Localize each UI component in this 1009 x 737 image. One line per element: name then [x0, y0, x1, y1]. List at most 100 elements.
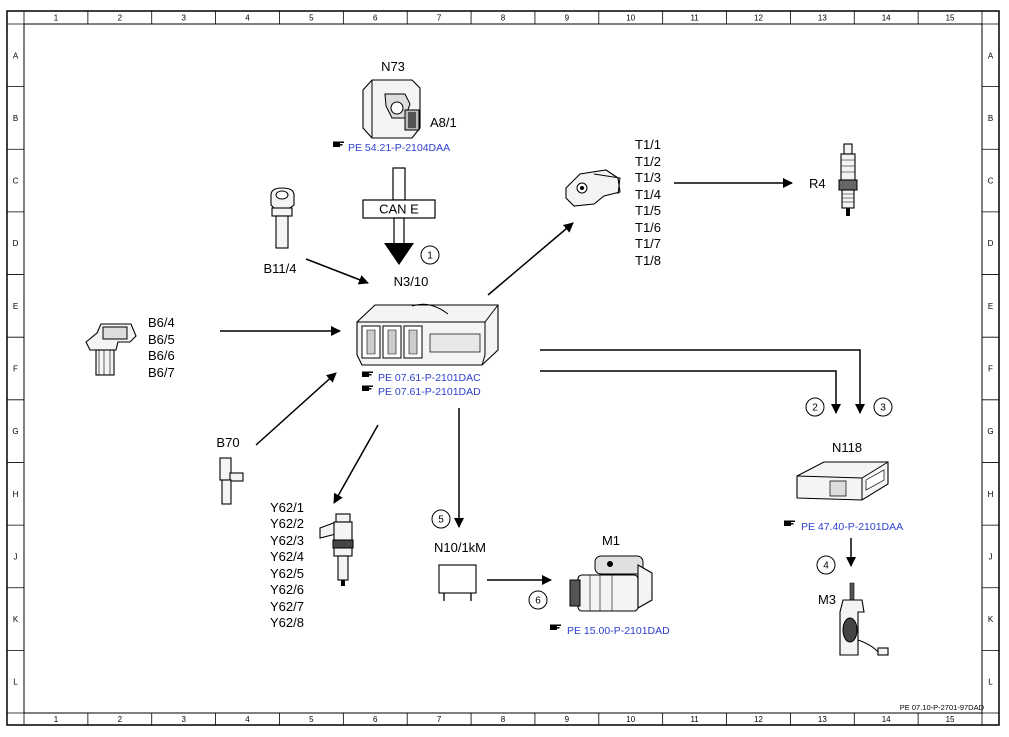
grid-row-label: H	[13, 490, 19, 499]
y62-3-label: Y62/3	[270, 533, 304, 548]
grid-row-label: C	[13, 177, 19, 186]
arrow-n310-to-n118-b	[540, 349, 865, 414]
b6-7-label: B6/7	[148, 365, 175, 380]
pointing-hand-icon	[362, 371, 373, 377]
grid-row-label: F	[988, 365, 993, 374]
t1-8-label: T1/8	[635, 253, 661, 268]
svg-text:5: 5	[438, 515, 444, 526]
grid-column-label: 7	[437, 715, 442, 724]
marker-3: 3	[873, 397, 893, 417]
grid-row-label: L	[988, 678, 993, 687]
component-b70: B70	[216, 435, 244, 505]
component-n73: N73 A8/1 PE 54.21-P-2104DAA	[333, 59, 457, 154]
ignition-coil-icon	[565, 169, 621, 207]
n118-reference-link: PE 47.40-P-2101DAA	[784, 520, 903, 533]
r4-label: R4	[809, 176, 826, 191]
t1-4-label: T1/4	[635, 187, 661, 202]
pointing-hand-icon	[333, 141, 344, 147]
n10-label: N10/1kM	[434, 540, 486, 555]
fuel-pump-module-icon	[796, 461, 889, 501]
m3-label: M3	[818, 592, 836, 607]
n310-reference-link-2: PE 07.61-P-2101DAD	[362, 385, 481, 398]
grid-row-label: F	[13, 365, 18, 374]
grid-row-label: B	[988, 114, 993, 123]
relay-icon	[438, 564, 477, 601]
grid-column-label: 3	[181, 715, 186, 724]
fuel-injector-icon	[319, 513, 354, 586]
camshaft-sensor-icon	[85, 323, 137, 376]
svg-text:1: 1	[427, 251, 433, 262]
grid-row-label: L	[13, 678, 18, 687]
n73-module-icon	[362, 79, 421, 139]
t1-1-label: T1/1	[635, 137, 661, 152]
marker-6: 6	[528, 590, 548, 610]
grid-row-label: G	[12, 427, 18, 436]
grid-column-label: 6	[373, 715, 378, 724]
grid-column-label: 2	[118, 715, 123, 724]
b70-label: B70	[216, 435, 239, 450]
marker-1: 1	[420, 245, 440, 265]
document-id: PE 07.10-P-2701-97DAD	[900, 703, 985, 712]
b6-5-label: B6/5	[148, 332, 175, 347]
t1-7-label: T1/7	[635, 236, 661, 251]
grid-column-label: 8	[501, 14, 506, 23]
grid-row-label: E	[13, 302, 18, 311]
grid-column-label: 11	[690, 715, 699, 724]
grid-column-label: 6	[373, 14, 378, 23]
grid-column-label: 15	[946, 14, 955, 23]
n310-label: N3/10	[394, 274, 429, 289]
grid-column-label: 2	[118, 14, 123, 23]
component-y62: Y62/1 Y62/2 Y62/3 Y62/4 Y62/5 Y62/6 Y62/…	[270, 500, 354, 630]
pointing-hand-icon	[362, 385, 373, 391]
grid-row-label: D	[13, 239, 19, 248]
grid-row-label: G	[987, 427, 993, 436]
component-m1: M1 PE 15.00-P-2101DAD	[550, 533, 670, 637]
marker-4: 4	[816, 555, 836, 575]
pointing-hand-icon	[784, 520, 795, 526]
drawing-frame: 1122334455667788991010111112121313141415…	[6, 10, 1000, 726]
grid-column-label: 12	[754, 715, 763, 724]
grid-column-label: 9	[565, 715, 570, 724]
crankshaft-sensor-icon	[219, 457, 244, 505]
grid-column-label: 13	[818, 715, 827, 724]
y62-6-label: Y62/6	[270, 582, 304, 597]
grid-column-label: 15	[946, 715, 955, 724]
svg-text:2: 2	[812, 403, 818, 414]
y62-2-label: Y62/2	[270, 516, 304, 531]
y62-8-label: Y62/8	[270, 615, 304, 630]
grid-row-label: B	[13, 114, 18, 123]
grid-row-label: H	[988, 490, 994, 499]
can-arrow-head	[384, 243, 414, 265]
pointing-hand-icon	[550, 624, 561, 630]
y62-5-label: Y62/5	[270, 566, 304, 581]
grid-row-label: A	[13, 51, 19, 60]
component-b11-4: B11/4	[263, 187, 297, 276]
connections	[220, 178, 865, 585]
grid-row-label: J	[989, 552, 993, 561]
grid-column-label: 12	[754, 14, 763, 23]
component-b6: B6/4 B6/5 B6/6 B6/7	[85, 315, 175, 380]
grid-column-label: 14	[882, 715, 891, 724]
b6-6-label: B6/6	[148, 348, 175, 363]
t1-6-label: T1/6	[635, 220, 661, 235]
grid-column-label: 3	[181, 14, 186, 23]
marker-2: 2	[805, 397, 825, 417]
grid-column-label: 7	[437, 14, 442, 23]
n118-label: N118	[832, 440, 862, 455]
fuel-pump-icon	[839, 582, 889, 656]
ecu-module-icon	[356, 303, 499, 366]
grid-row-label: A	[988, 51, 994, 60]
b6-4-label: B6/4	[148, 315, 175, 330]
component-m3: M3	[818, 582, 889, 656]
component-n118: N118 PE 47.40-P-2101DAA	[784, 440, 903, 533]
arrow-b11-to-n310	[305, 258, 369, 285]
can-bus-arrow: CAN E	[362, 167, 436, 265]
starter-motor-icon	[569, 555, 653, 612]
n73-reference-link: PE 54.21-P-2104DAA	[333, 141, 450, 154]
t1-3-label: T1/3	[635, 170, 661, 185]
marker-5: 5	[431, 509, 451, 529]
component-n10-1km: N10/1kM	[434, 540, 486, 601]
grid-column-label: 1	[54, 14, 59, 23]
grid-row-label: K	[988, 615, 994, 624]
svg-text:PE 15.00-P-2101DAD: PE 15.00-P-2101DAD	[567, 625, 670, 637]
